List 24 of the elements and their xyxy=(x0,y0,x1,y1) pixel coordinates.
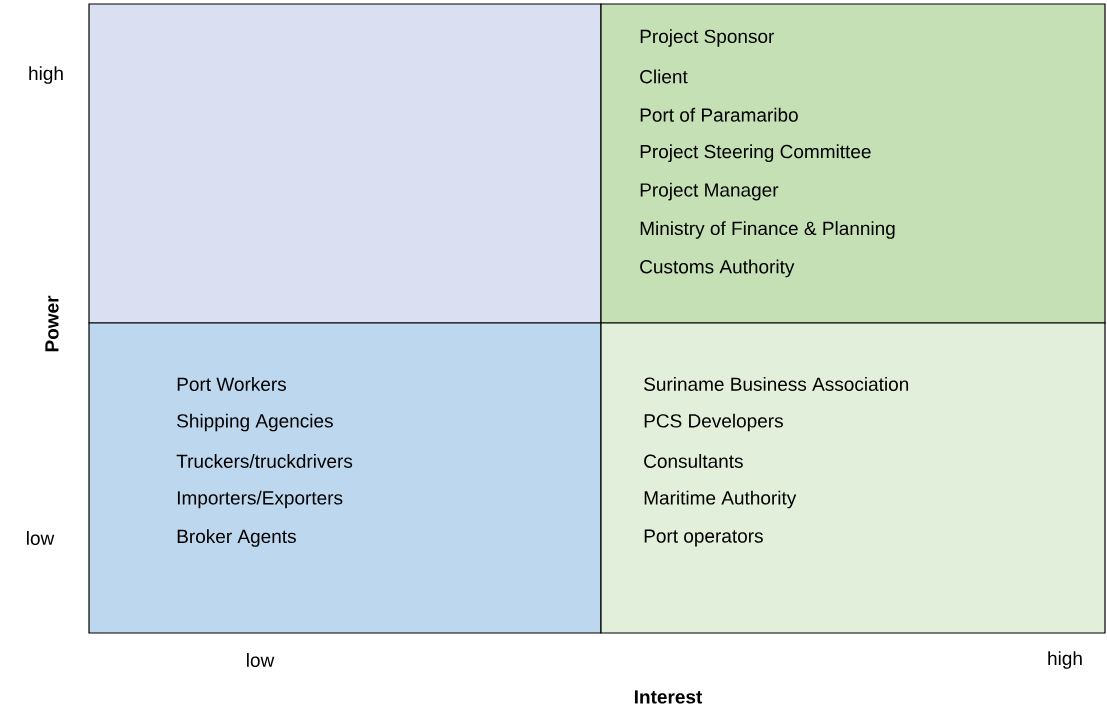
axis-label: low xyxy=(247,653,275,667)
axis-label: high xyxy=(1048,651,1082,669)
quadrant-box xyxy=(88,3,602,324)
stakeholder-name: Project Sponsor xyxy=(640,29,775,47)
axis-title: Power xyxy=(45,295,59,352)
axis-label: high xyxy=(29,66,63,84)
stakeholder-name: PCS Developers xyxy=(644,413,783,432)
stakeholder-name: Ministry of Finance & Planning xyxy=(640,221,895,239)
stakeholder-name: Port of Paramaribo xyxy=(640,107,798,122)
stakeholder-name: Truckers/truckdrivers xyxy=(176,454,353,468)
stakeholder-name: Broker Agents xyxy=(177,529,296,547)
stakeholder-name: Maritime Authority xyxy=(644,490,797,509)
stakeholder-name: Importers/Exporters xyxy=(177,490,343,509)
axis-title: Interest xyxy=(634,690,703,704)
stakeholder-name: Suriname Business Association xyxy=(644,377,909,391)
stakeholder-name: Consultants xyxy=(644,454,743,468)
stakeholder-name: Client xyxy=(640,69,688,84)
stakeholder-name: Port Workers xyxy=(177,377,286,391)
axis-label: low xyxy=(27,531,55,545)
stakeholder-name: Shipping Agencies xyxy=(177,413,333,432)
stakeholder-name: Project Steering Committee xyxy=(640,144,871,163)
stakeholder-name: Customs Authority xyxy=(640,259,795,278)
stakeholder-name: Project Manager xyxy=(640,182,779,201)
stakeholder-name: Port operators xyxy=(644,529,763,547)
